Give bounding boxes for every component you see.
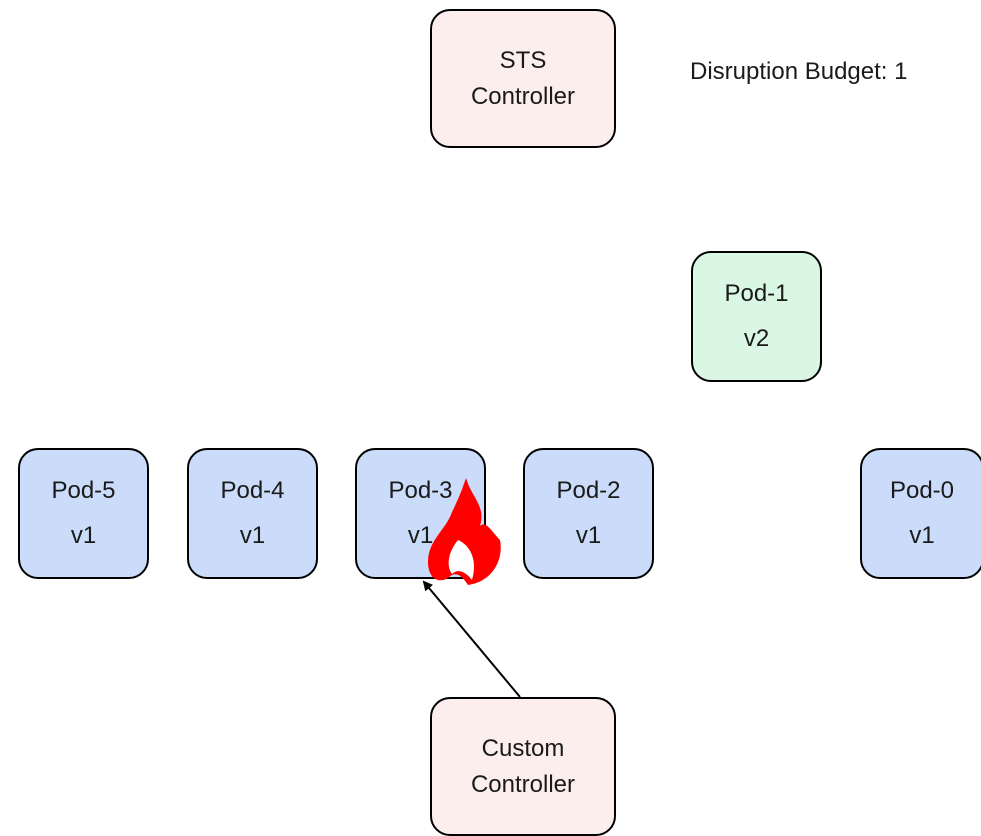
pod-1-version: v2 [743,325,770,352]
fire-icon [428,478,501,585]
pod-4-node: Pod-4 v1 [187,448,318,579]
pod-2-version: v1 [575,522,602,549]
custom-controller-label-line1: Custom [481,734,565,762]
sts-controller-label-line1: STS [499,46,547,74]
sts-controller-label-line2: Controller [470,82,576,110]
pod-1-name: Pod-1 [724,280,789,307]
pod-5-version: v1 [70,522,97,549]
pod-2-name: Pod-2 [556,477,621,504]
custom-controller-node: Custom Controller [430,697,616,836]
pod-3-version: v1 [407,522,434,549]
pod-4-version: v1 [239,522,266,549]
sts-controller-node: STS Controller [430,9,616,148]
custom-controller-label-line2: Controller [470,770,576,798]
pod-5-node: Pod-5 v1 [18,448,149,579]
pod-0-node: Pod-0 v1 [860,448,981,579]
disruption-budget-label: Disruption Budget: 1 [690,58,908,85]
pod-0-version: v1 [909,522,935,549]
pod-5-name: Pod-5 [51,477,116,504]
pod-2-node: Pod-2 v1 [523,448,654,579]
pod-3-name: Pod-3 [388,477,453,504]
pod-1-node: Pod-1 v2 [691,251,822,382]
custom-controller-to-pod-3-arrow [422,580,521,698]
pod-0-name: Pod-0 [889,477,955,504]
pod-4-name: Pod-4 [220,477,285,504]
